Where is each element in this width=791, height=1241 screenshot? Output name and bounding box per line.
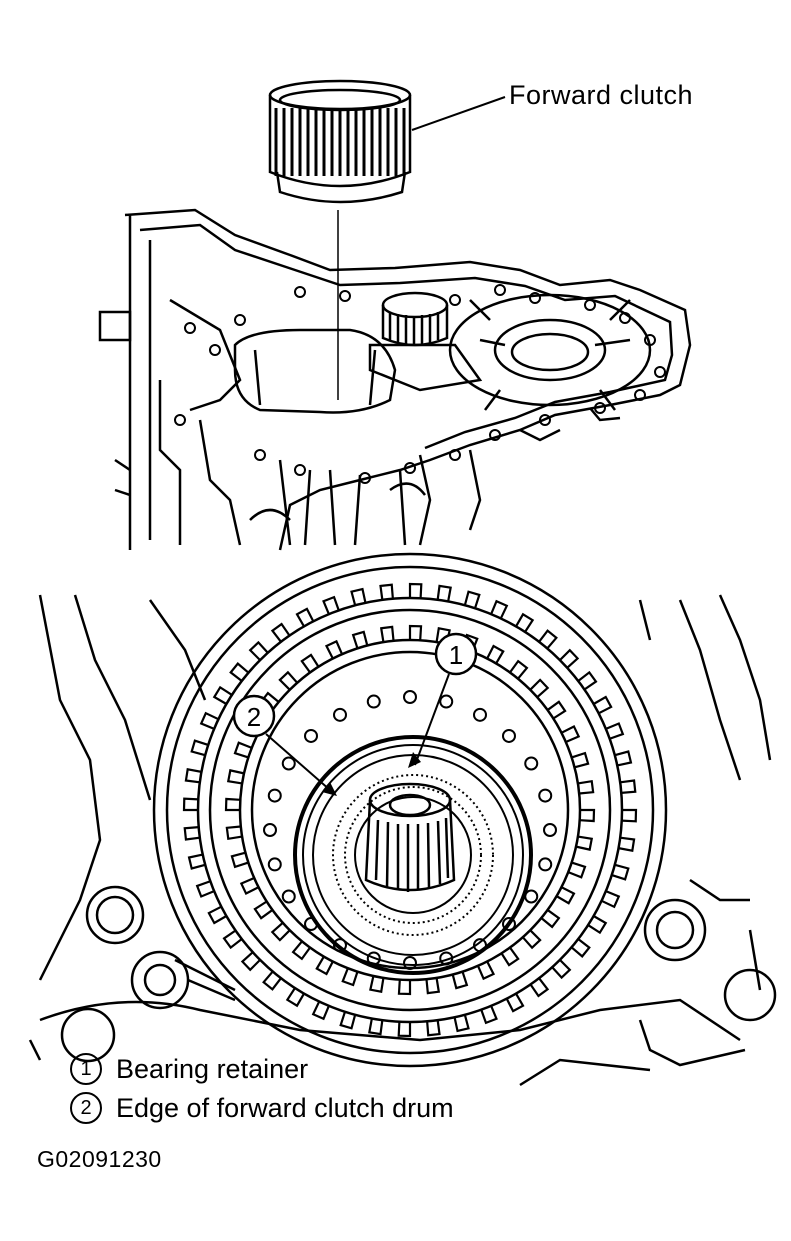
legend-item-1: 1 Bearing retainer	[70, 1053, 308, 1085]
legend-text: Bearing retainer	[116, 1053, 309, 1084]
clutch-outer-teeth	[182, 582, 638, 1038]
bearing-bore	[448, 293, 652, 411]
callout-2-number: 2	[247, 702, 261, 732]
legend-text: Edge of forward clutch drum	[116, 1092, 454, 1123]
figure-id: G02091230	[37, 1146, 162, 1172]
case-bottom	[28, 594, 772, 1087]
legend-item-2: 2 Edge of forward clutch drum	[70, 1092, 454, 1124]
legend-number: 2	[70, 1092, 102, 1124]
clutch-hub-holes	[263, 690, 557, 970]
callout-1-number: 1	[449, 640, 463, 670]
case-bolt-holes	[174, 284, 666, 484]
callout-2-leader	[265, 733, 331, 791]
legend-number: 1	[70, 1053, 102, 1085]
forward-clutch-part	[268, 79, 412, 204]
forward-clutch-label: Forward clutch	[509, 80, 694, 110]
callout-2-arrow	[322, 782, 337, 796]
differential-gear	[368, 291, 483, 392]
input-shaft	[364, 782, 456, 892]
callout-1-arrow	[408, 752, 421, 768]
forward-clutch-leader	[411, 96, 506, 131]
callout-1-leader	[414, 673, 450, 766]
transaxle-case	[98, 208, 692, 551]
callout-1-marker: 1	[434, 632, 478, 676]
mount-bosses	[60, 885, 777, 1063]
callout-2-marker: 2	[232, 694, 276, 738]
